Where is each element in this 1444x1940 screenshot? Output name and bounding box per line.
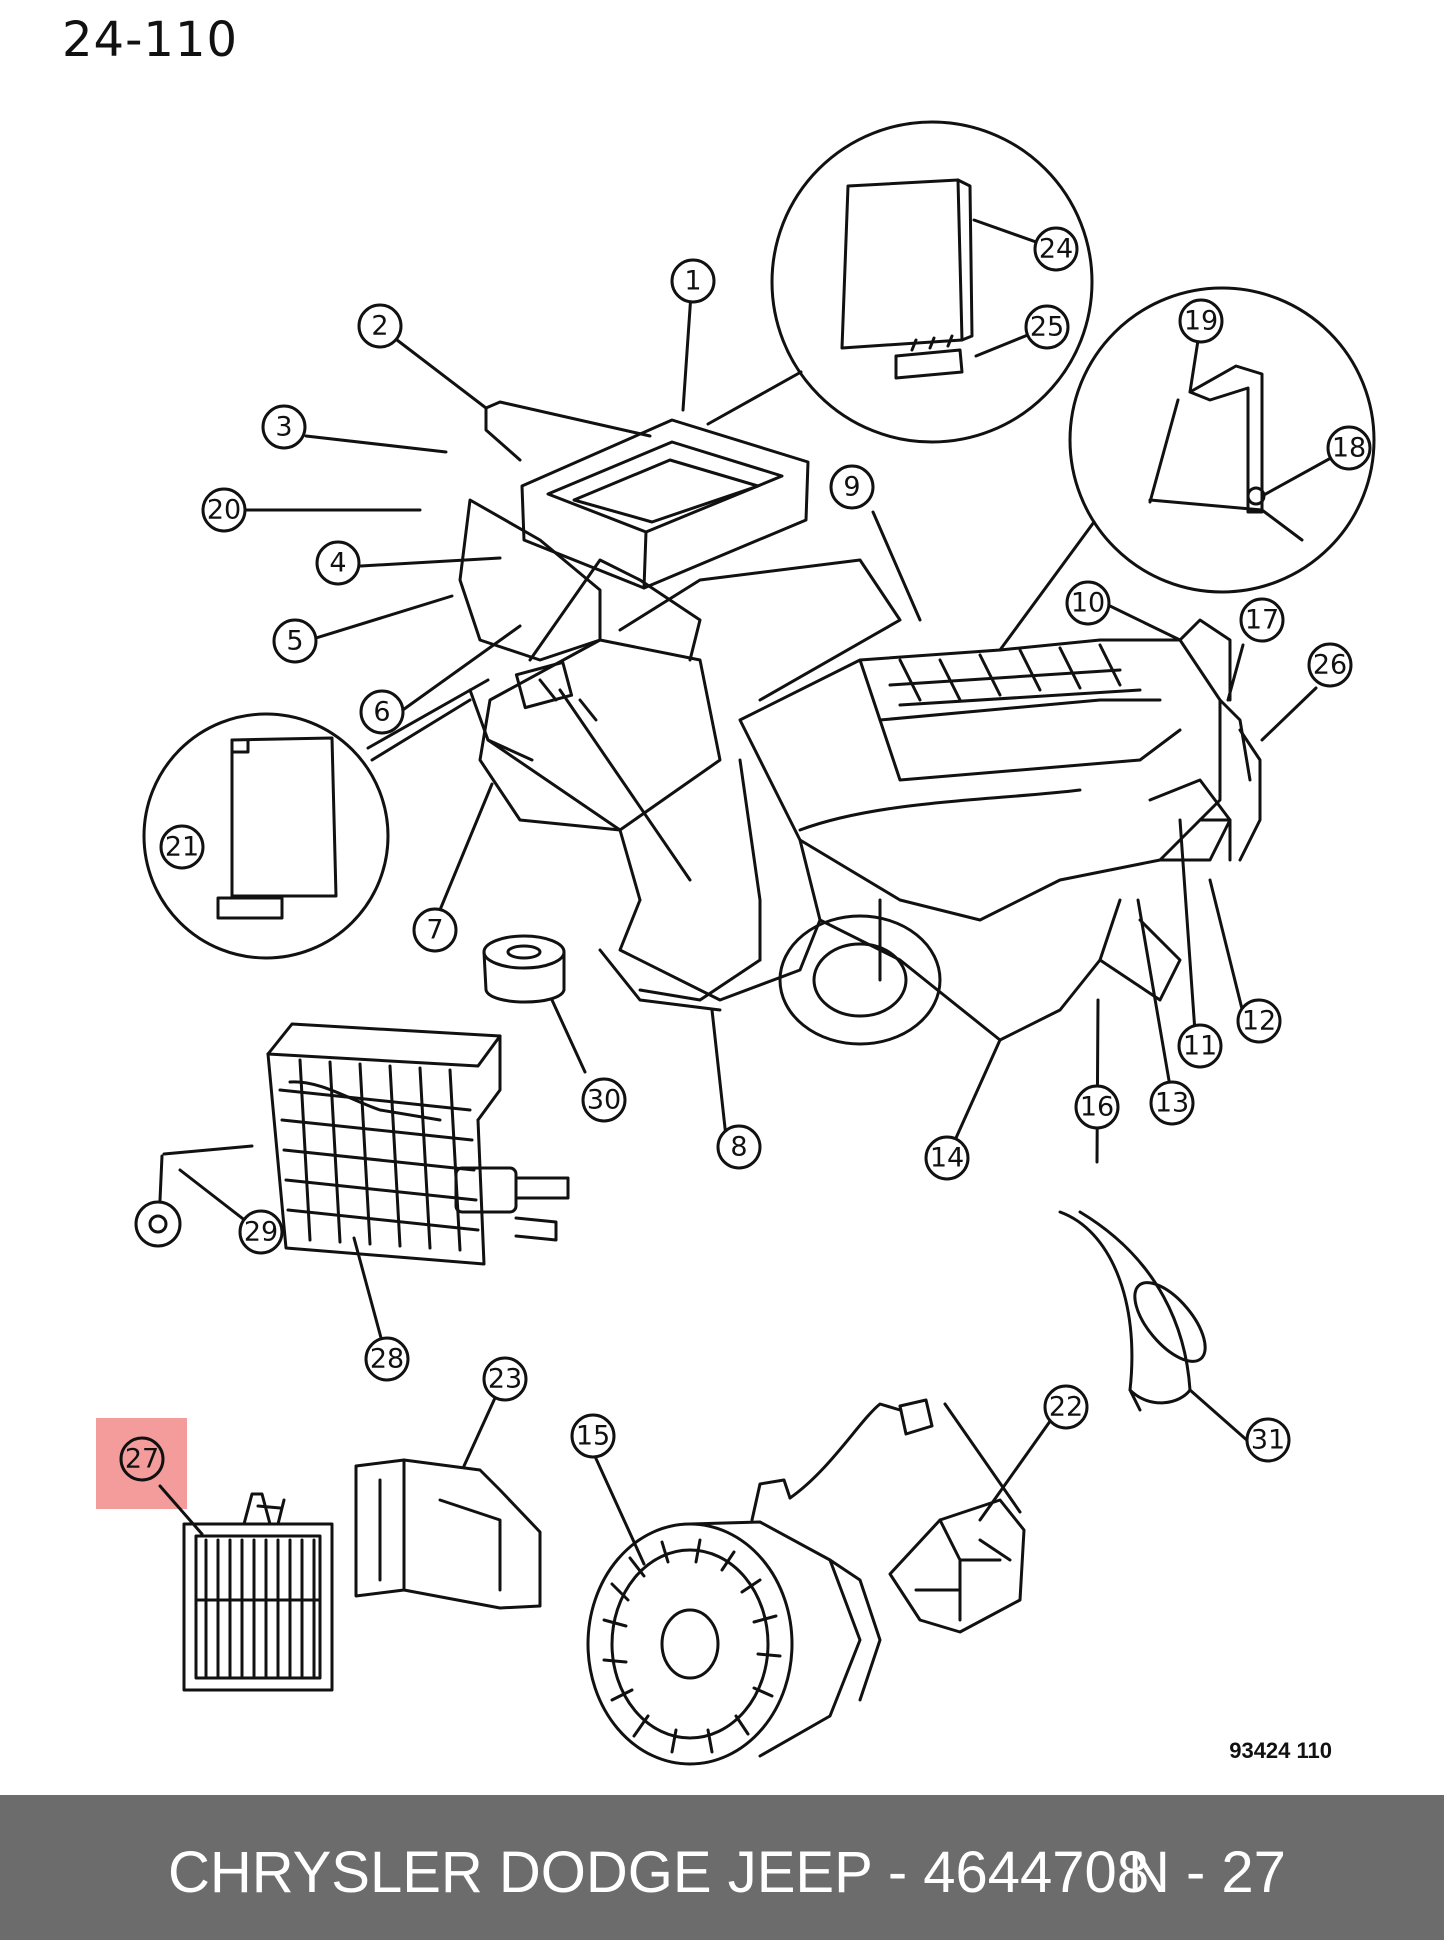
callout-number: 17 [1245,605,1279,636]
callout-29: 29 [238,1209,284,1255]
callout-2: 2 [357,303,403,349]
callout-1: 1 [670,258,716,304]
blower-wheel [586,1522,794,1766]
callout-6: 6 [359,689,405,735]
callout-number: 27 [125,1444,159,1475]
callout-number: 7 [426,915,443,946]
detail-circle-24-25 [770,120,1094,444]
callout-11: 11 [1177,1023,1223,1069]
callout-9: 9 [829,464,875,510]
callout-14: 14 [924,1135,970,1181]
callout-15: 15 [570,1413,616,1459]
callout-30: 30 [581,1077,627,1123]
callout-number: 18 [1332,433,1366,464]
callout-number: 2 [371,311,388,342]
callout-24: 24 [1033,226,1079,272]
callout-number: 25 [1030,312,1064,343]
callout-number: 21 [165,832,199,863]
callout-10: 10 [1065,580,1111,626]
callout-number: 13 [1155,1088,1189,1119]
callout-21: 21 [159,824,205,870]
callout-number: 30 [587,1085,621,1116]
callout-number: 12 [1242,1006,1276,1037]
callout-19: 19 [1178,298,1224,344]
footer-bar: CHRYSLER DODGE JEEP - 4644708 N - 27 [0,1795,1444,1940]
callout-labels: 1 2 3 4 5 6 7 8 9 10 11 12 13 14 15 16 1… [119,226,1372,1482]
highlight-marker [96,1418,187,1509]
callout-31: 31 [1245,1417,1291,1463]
callout-number: 14 [930,1143,964,1174]
callout-number: 11 [1183,1031,1217,1062]
callout-number: 6 [373,697,390,728]
callout-number: 4 [329,548,346,579]
callout-28: 28 [364,1336,410,1382]
callout-22: 22 [1043,1384,1089,1430]
callout-23: 23 [482,1356,528,1402]
callout-number: 29 [244,1217,278,1248]
callout-number: 8 [730,1132,747,1163]
exploded-parts-diagram: 1 2 3 4 5 6 7 8 9 10 11 12 13 14 15 16 1… [119,120,1376,1766]
callout-4: 4 [315,540,361,586]
callout-number: 24 [1039,234,1073,265]
callout-number: 20 [207,495,241,526]
callout-5: 5 [272,618,318,664]
callout-number: 28 [370,1344,404,1375]
footer-part-number: CHRYSLER DODGE JEEP - 4644708 [168,1840,1150,1905]
callout-18: 18 [1326,425,1372,471]
callout-13: 13 [1149,1080,1195,1126]
callout-number: 5 [286,626,303,657]
callout-number: 26 [1313,650,1347,681]
footer-reference: N - 27 [1128,1840,1286,1905]
callout-number: 9 [843,472,860,503]
callout-number: 23 [488,1364,522,1395]
callout-12: 12 [1236,998,1282,1044]
callout-number: 15 [576,1421,610,1452]
detail-circle-21 [142,712,390,960]
callout-20: 20 [201,487,247,533]
figure-id: 93424 110 [1229,1738,1332,1763]
page-code: 24-110 [62,12,239,68]
callout-17: 17 [1239,597,1285,643]
callout-3: 3 [261,404,307,450]
callout-number: 3 [275,412,292,443]
callout-8: 8 [716,1124,762,1170]
callout-number: 22 [1049,1392,1083,1423]
callout-16: 16 [1074,1084,1120,1130]
callout-27: 27 [119,1436,165,1482]
callout-7: 7 [412,907,458,953]
callout-number: 1 [684,266,701,297]
callout-number: 31 [1251,1425,1285,1456]
callout-number: 19 [1184,306,1218,337]
callout-number: 10 [1071,588,1105,619]
callout-26: 26 [1307,642,1353,688]
callout-number: 16 [1080,1092,1114,1123]
callout-25: 25 [1024,304,1070,350]
detail-circle-18-19 [1068,286,1376,594]
